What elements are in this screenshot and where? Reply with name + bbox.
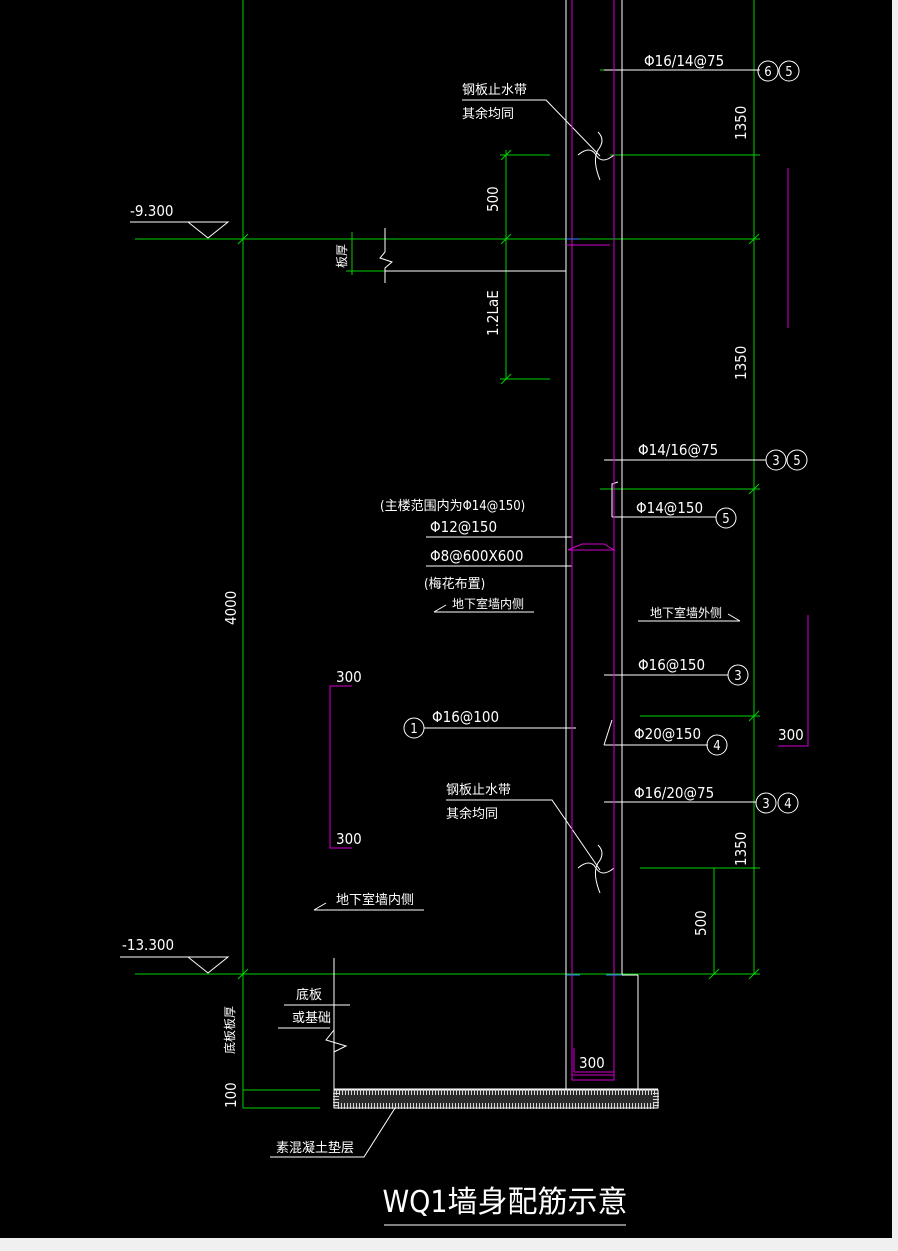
base-slab-label-2: 或基础 — [292, 1011, 331, 1026]
rebar-r4: Φ12@150 — [430, 518, 497, 536]
inner-side-arrow-2 — [313, 902, 327, 911]
window-frame-bottom — [0, 1238, 898, 1251]
rebar-r1: Φ16/14@75 — [644, 52, 724, 70]
marker-circle-1 — [403, 717, 425, 739]
inner-side-label-2: 地下室墙内侧 — [336, 892, 414, 908]
elev-top-label: -9.300 — [130, 202, 174, 220]
foundation-break — [325, 1029, 348, 1053]
hidden-lines — [566, 238, 622, 976]
dimension-lines — [135, 0, 760, 1109]
cushion-label: 素混凝土垫层 — [276, 1140, 354, 1156]
waterstop-bottom-plate — [594, 844, 603, 894]
cushion-hatch — [333, 1089, 659, 1109]
dim-300-right-bracket — [778, 615, 809, 747]
waterstop-bottom-label-2: 其余均同 — [446, 806, 498, 822]
dim-100-text: 100 — [222, 1082, 240, 1108]
cushion-leader — [270, 1096, 403, 1158]
marker-4a: 4 — [713, 739, 720, 754]
rebar-r2: Φ14/16@75 — [638, 441, 718, 459]
rebar-u-bar — [571, 1075, 615, 1081]
slab-thickness-label: 板厚 — [335, 244, 349, 268]
note-main-label: (主楼范围内为Φ14@150) — [380, 498, 525, 514]
dim-lap-text: 1.2LaE — [484, 290, 502, 336]
elev-bottom-label: -13.300 — [122, 936, 174, 954]
tick — [708, 968, 720, 980]
waterstop-top-leader — [462, 99, 601, 157]
dim-1350-upper-text: 1350 — [732, 106, 750, 140]
rebar-r9: Φ16/20@75 — [634, 784, 714, 802]
rebar-r7: Φ16@100 — [432, 708, 499, 726]
base-thickness-label: 底板板厚 — [222, 1006, 237, 1054]
tick — [748, 710, 760, 722]
rebar-lines — [329, 0, 809, 1081]
marker-3b: 3 — [772, 454, 779, 469]
tick — [237, 968, 249, 980]
dim-300-base-text: 300 — [579, 1054, 605, 1072]
marker-circle-5b — [786, 449, 808, 471]
rebar-r5: Φ8@600X600 — [430, 547, 523, 565]
marker-circle-3c — [727, 664, 749, 686]
outer-side-arrow — [727, 613, 741, 622]
drawing-title: WQ1墙身配筋示意 — [382, 1185, 627, 1220]
elev-top-symbol — [187, 221, 230, 239]
marker-circle-6a — [757, 60, 779, 82]
outer-side-label: 地下室墙外侧 — [650, 605, 722, 620]
waterstop-bottom-leader — [446, 799, 601, 871]
inner-side-arrow-1 — [433, 604, 447, 613]
dim-1350-lower-text: 1350 — [732, 832, 750, 866]
structure-lines — [120, 0, 766, 1226]
dim-500-upper-text: 500 — [484, 186, 502, 212]
marker-3c: 3 — [734, 669, 741, 684]
marker-circle-4a — [706, 734, 728, 756]
waterstop-top-plate — [594, 131, 603, 181]
marker-circle-3b — [765, 449, 787, 471]
waterstop-top-label-2: 其余均同 — [462, 106, 514, 122]
dim-500-lower-text: 500 — [692, 910, 710, 936]
tie-bar — [567, 543, 616, 551]
marker-4d: 4 — [784, 797, 791, 812]
tick — [748, 483, 760, 495]
tick — [500, 233, 512, 245]
rebar-r3: Φ14@150 — [636, 499, 703, 517]
marker-numbers: 6 5 3 5 5 3 1 4 3 4 — [410, 65, 800, 812]
dim-1350-middle-text: 1350 — [732, 346, 750, 380]
marker-3d: 3 — [762, 797, 769, 812]
drawing-text: -9.300 -13.300 4000 1350 1350 1350 500 5… — [122, 52, 804, 1220]
marker-circle-4d — [777, 792, 799, 814]
rebar-markers — [403, 60, 808, 814]
leader-r3-hook — [611, 481, 619, 517]
marker-circle-5a — [778, 60, 800, 82]
tick — [748, 233, 760, 245]
marker-1: 1 — [410, 722, 417, 737]
base-slab-label-1: 底板 — [296, 987, 322, 1003]
tick — [748, 968, 760, 980]
dim-300-right-text: 300 — [778, 726, 804, 744]
dim-4000-text: 4000 — [222, 591, 240, 625]
marker-5c: 5 — [722, 512, 729, 527]
top-slab-break — [379, 228, 393, 283]
dim-300a-text: 300 — [336, 668, 362, 686]
elev-bottom-symbol — [187, 956, 230, 974]
marker-circle-5c — [715, 507, 737, 529]
tick — [237, 233, 249, 245]
tick — [500, 373, 512, 385]
marker-circle-3d — [755, 792, 777, 814]
waterstop-bottom-label-1: 钢板止水带 — [446, 783, 511, 798]
dim-300b-text: 300 — [336, 830, 362, 848]
rebar-r6: Φ16@150 — [638, 656, 705, 674]
window-frame-right — [892, 0, 898, 1240]
plum-layout-label: (梅花布置) — [424, 576, 485, 592]
dim-300-bracket — [329, 686, 352, 849]
marker-6a: 6 — [764, 65, 771, 80]
inner-side-label-1: 地下室墙内侧 — [452, 596, 524, 611]
waterstop-top-label-1: 钢板止水带 — [462, 83, 527, 98]
tick — [500, 149, 512, 161]
rebar-r8: Φ20@150 — [634, 725, 701, 743]
marker-5b: 5 — [793, 454, 800, 469]
marker-5a: 5 — [785, 65, 792, 80]
leader-r8-hook — [603, 719, 613, 746]
